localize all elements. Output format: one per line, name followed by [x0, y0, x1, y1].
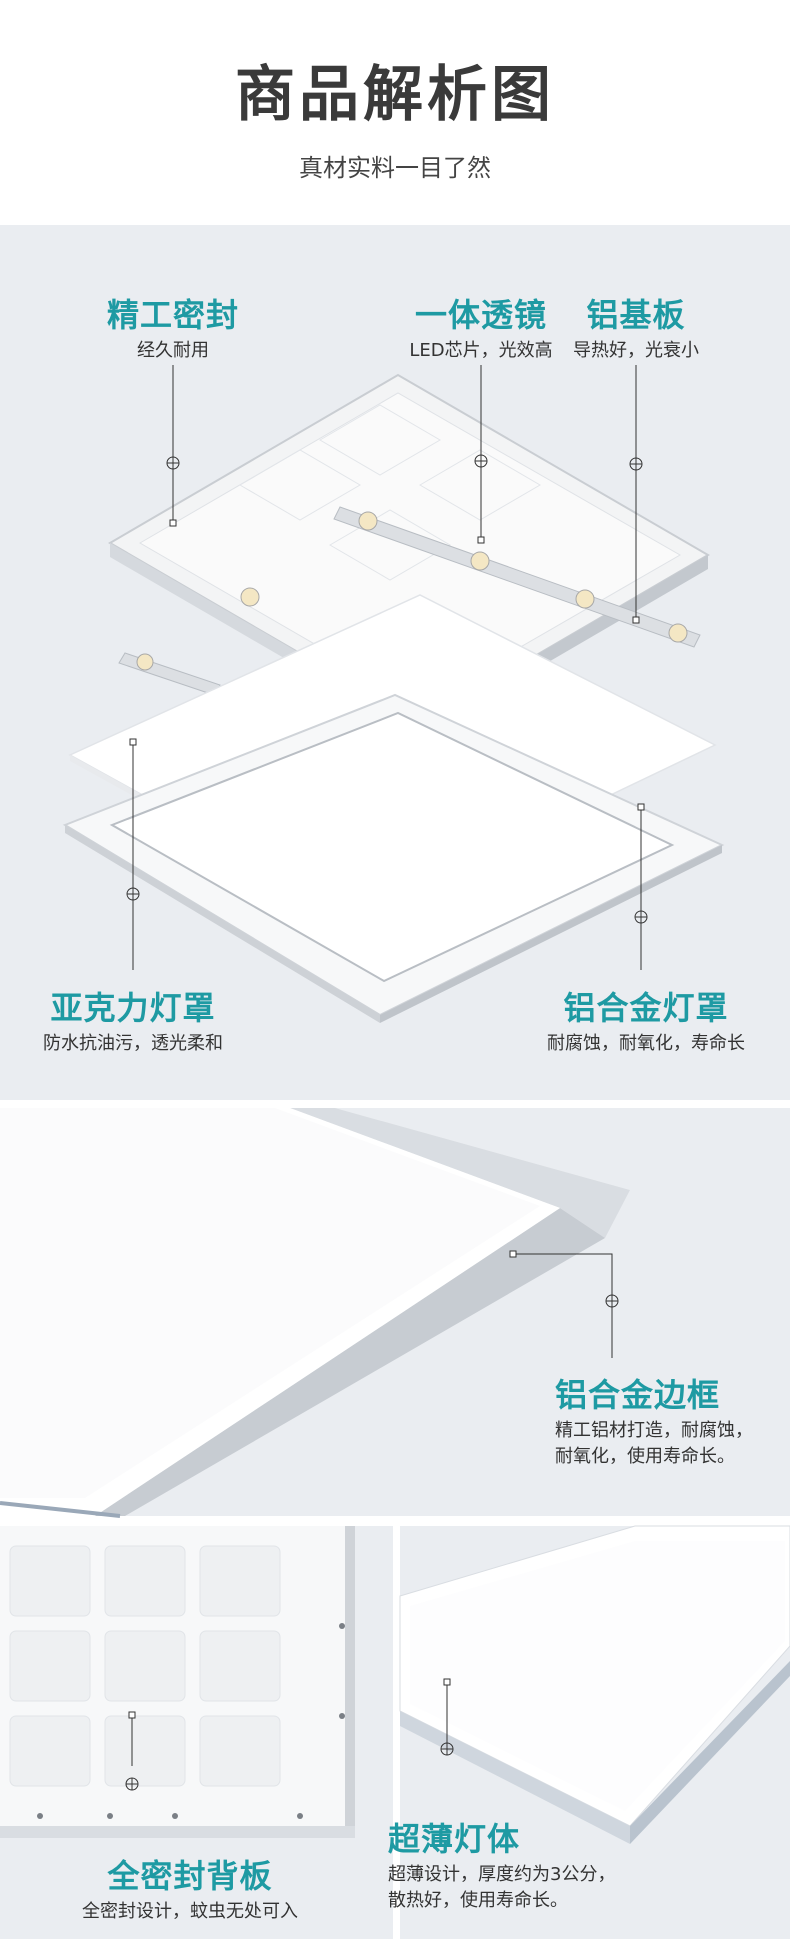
seal-desc: 经久耐用	[137, 340, 209, 361]
frame-closeup-panel: 铝合金边框 精工铝材打造，耐腐蚀， 耐氧化，使用寿命长。	[0, 1108, 790, 1518]
thin-body-desc-line1: 超薄设计，厚度约为3公分，	[388, 1864, 616, 1885]
aluminum-board-title: 铝基板	[586, 296, 686, 334]
exploded-lamp-illustration	[62, 373, 725, 1023]
frame-desc-line1: 精工铝材打造，耐腐蚀，	[555, 1420, 753, 1441]
acrylic-cover-title: 亚克力灯罩	[50, 989, 216, 1027]
thin-body-title: 超薄灯体	[388, 1820, 521, 1858]
page-title: 商品解析图	[235, 60, 555, 130]
thin-body-illustration	[399, 1525, 790, 1844]
back-plate-illustration	[0, 1526, 355, 1838]
back-plate-panel: 全密封背板 全密封设计，蚊虫无处可入	[0, 1526, 393, 1939]
page-subtitle: 真材实料一目了然	[299, 154, 491, 182]
alloy-cover-callout: 铝合金灯罩 耐腐蚀，耐氧化，寿命长	[531, 983, 761, 1055]
back-plate-desc: 全密封设计，蚊虫无处可入	[82, 1901, 298, 1922]
seal-title: 精工密封	[106, 296, 239, 334]
thin-body-panel: 超薄灯体 超薄设计，厚度约为3公分， 散热好，使用寿命长。	[388, 1525, 790, 1939]
leader-lines	[126, 365, 648, 970]
lens-desc: LED芯片，光效高	[409, 340, 553, 361]
lens-title: 一体透镜	[414, 296, 547, 334]
alloy-cover-desc: 耐腐蚀，耐氧化，寿命长	[547, 1033, 745, 1054]
acrylic-cover-callout: 亚克力灯罩 防水抗油污，透光柔和	[23, 983, 243, 1055]
seal-callout: 精工密封 经久耐用	[73, 290, 273, 362]
lens-callout: 一体透镜 LED芯片，光效高	[371, 290, 591, 362]
aluminum-board-callout: 铝基板 导热好，光衰小	[556, 290, 716, 362]
page-header: 商品解析图 真材实料一目了然	[0, 0, 790, 225]
back-plate-callout: 全密封背板 全密封设计，蚊虫无处可入	[15, 1851, 365, 1923]
frame-desc-line2: 耐氧化，使用寿命长。	[555, 1446, 735, 1467]
thin-body-callout: 超薄灯体 超薄设计，厚度约为3公分， 散热好，使用寿命长。	[388, 1814, 615, 1912]
aluminum-board-desc: 导热好，光衰小	[573, 340, 699, 361]
alloy-cover-title: 铝合金灯罩	[563, 989, 729, 1027]
acrylic-cover-desc: 防水抗油污，透光柔和	[43, 1033, 223, 1054]
frame-callout: 铝合金边框 精工铝材打造，耐腐蚀， 耐氧化，使用寿命长。	[555, 1370, 753, 1468]
frame-title: 铝合金边框	[555, 1376, 721, 1414]
frame-corner-illustration	[0, 1108, 630, 1518]
back-plate-title: 全密封背板	[107, 1857, 273, 1895]
thin-body-desc-line2: 散热好，使用寿命长。	[388, 1890, 568, 1911]
led-strip	[118, 506, 701, 696]
exploded-view-panel: 精工密封 经久耐用 一体透镜 LED芯片，光效高 铝基板 导热好，光衰小 亚克力…	[0, 225, 790, 1100]
